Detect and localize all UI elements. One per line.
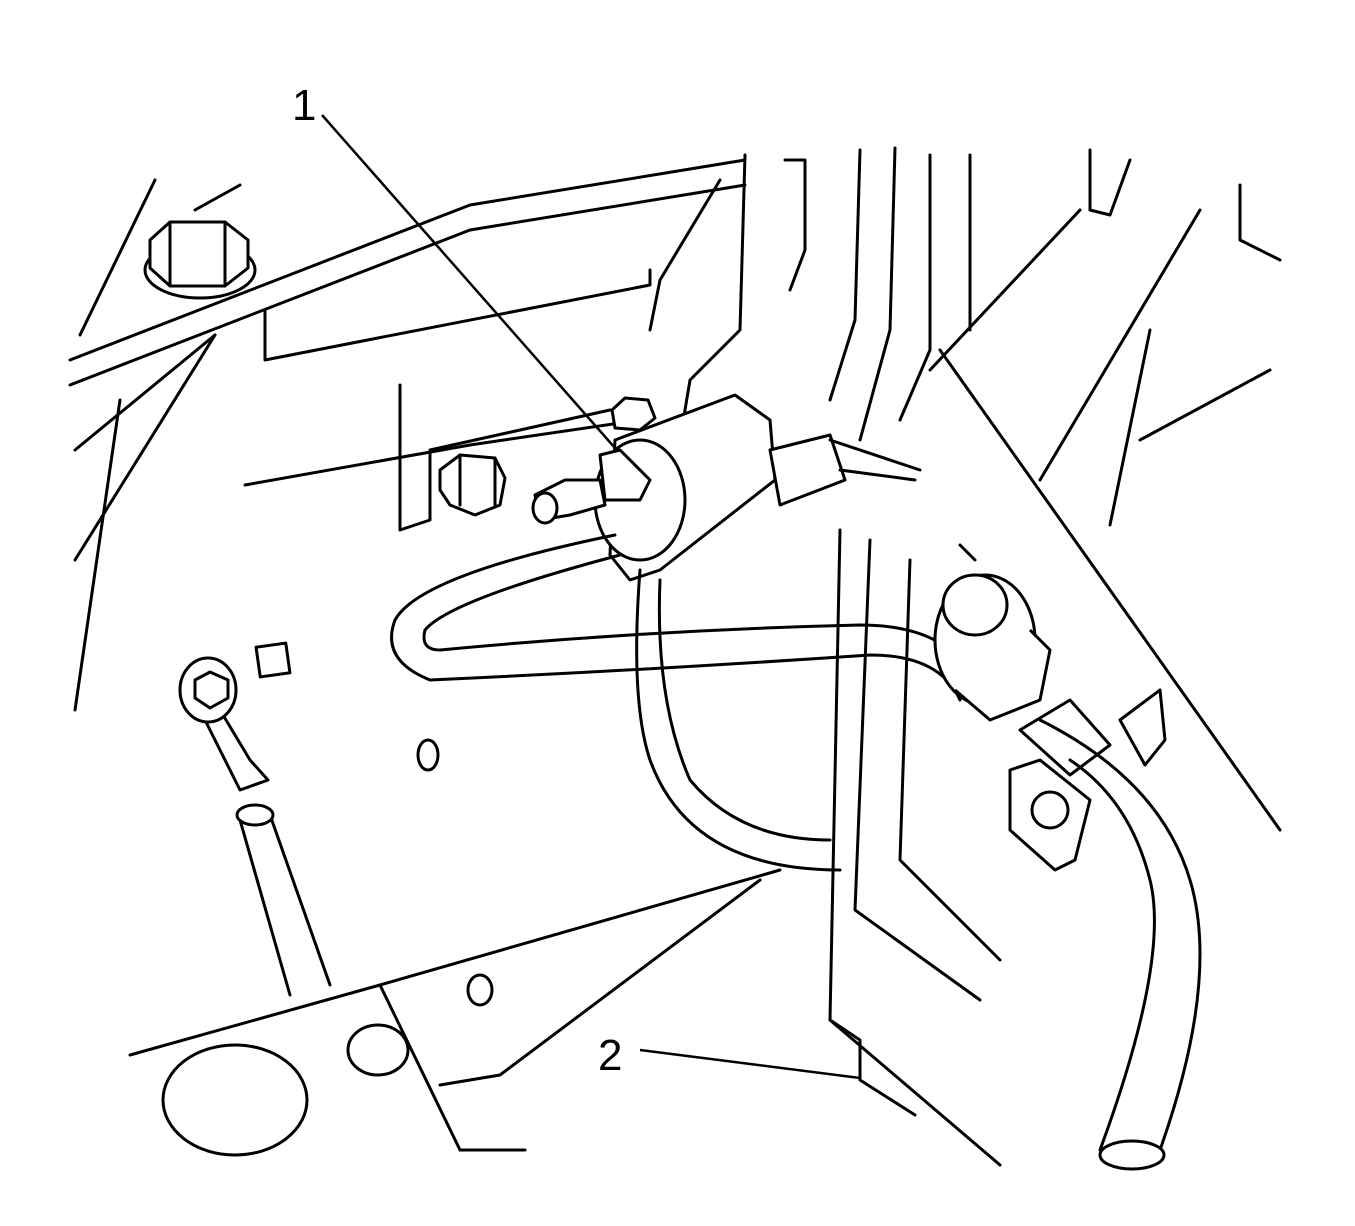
hole <box>161 1043 309 1157</box>
fuel-filter <box>531 393 922 582</box>
floor-pan <box>128 641 782 1157</box>
filter-bracket <box>398 383 657 532</box>
hole <box>346 1023 410 1077</box>
callout-2: 2 <box>598 1031 623 1080</box>
hex-bolt-icon <box>143 220 257 300</box>
hose-fitting <box>933 573 1202 1171</box>
frame-rails <box>648 146 1282 1167</box>
ground-cable <box>178 656 332 997</box>
leader-line-1 <box>321 114 616 449</box>
bracket-plate <box>68 158 747 712</box>
callout-1: 1 <box>292 81 317 130</box>
fuel-line <box>390 533 962 872</box>
leader-line-2 <box>639 1048 861 1080</box>
